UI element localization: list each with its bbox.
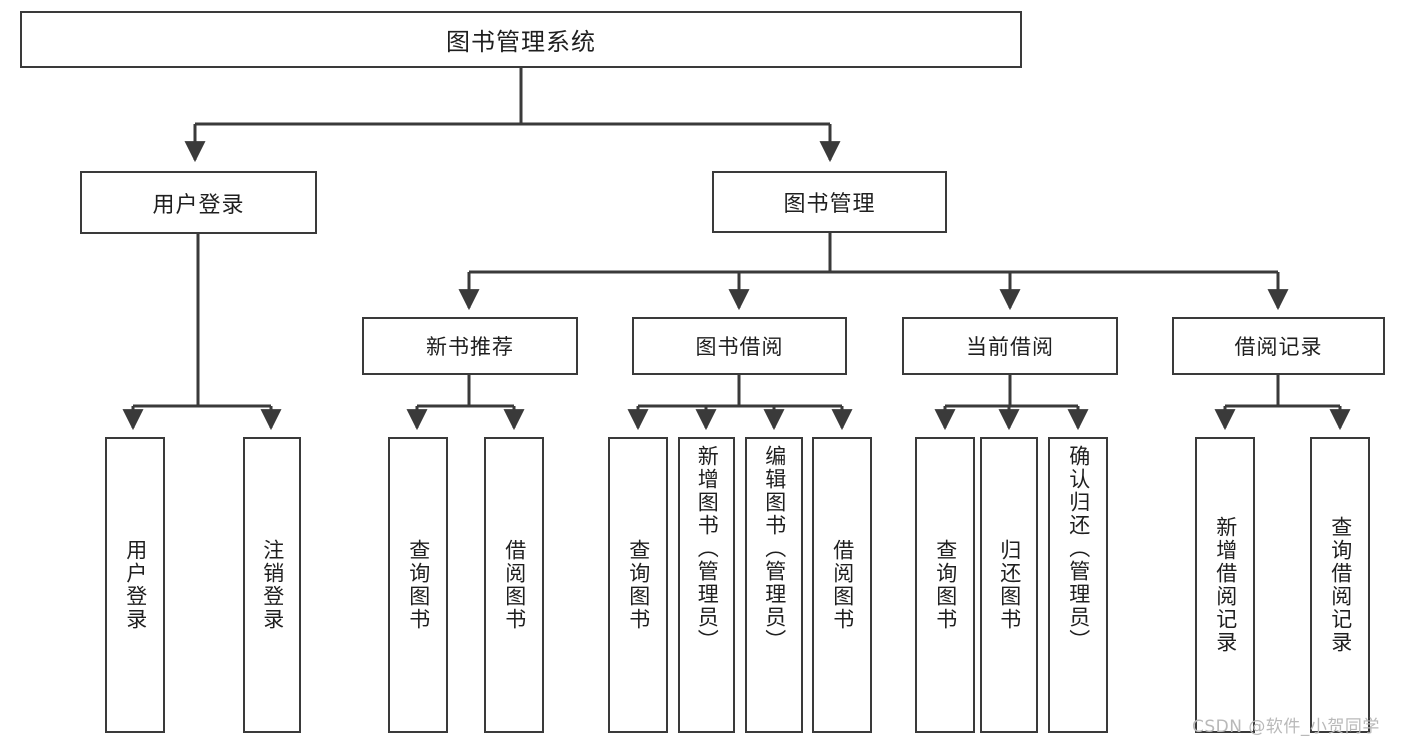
leaf-borrow-book-new[interactable]: 借阅图书 (484, 437, 544, 733)
node-label: 查询图书 (406, 539, 431, 631)
node-label: 借阅图书 (502, 539, 527, 631)
node-root-system[interactable]: 图书管理系统 (20, 11, 1022, 68)
node-label: 查询借阅记录 (1328, 516, 1353, 654)
node-label: 注销登录 (260, 539, 285, 631)
node-label: 当前借阅 (966, 335, 1054, 359)
node-label: 新书推荐 (426, 335, 514, 359)
leaf-query-book-new[interactable]: 查询图书 (388, 437, 448, 733)
leaf-borrow-book[interactable]: 借阅图书 (812, 437, 872, 733)
node-new-book-recommend[interactable]: 新书推荐 (362, 317, 578, 375)
leaf-return-book[interactable]: 归还图书 (980, 437, 1038, 733)
node-current-borrow[interactable]: 当前借阅 (902, 317, 1118, 375)
leaf-user-login[interactable]: 用户登录 (105, 437, 165, 733)
node-label: 用户登录 (123, 539, 148, 631)
node-label: 用户登录 (152, 192, 245, 218)
node-label: 归还图书 (997, 539, 1022, 631)
node-user-login[interactable]: 用户登录 (80, 171, 317, 234)
node-label: 查询图书 (933, 539, 958, 631)
node-label: 图书管理 (783, 192, 876, 217)
leaf-add-book-admin[interactable]: 新增图书（管理员） (678, 437, 735, 733)
watermark: CSDN @软件_小贺同学 (1192, 717, 1380, 737)
leaf-query-borrow-record[interactable]: 查询借阅记录 (1310, 437, 1370, 733)
leaf-query-book-current[interactable]: 查询图书 (915, 437, 975, 733)
node-label: 确认归还（管理员） (1066, 445, 1091, 652)
leaf-query-book-borrow[interactable]: 查询图书 (608, 437, 668, 733)
node-label: 图书借阅 (695, 335, 784, 359)
node-label: 新增图书（管理员） (695, 445, 720, 652)
node-label: 编辑图书（管理员） (762, 445, 787, 652)
node-book-management[interactable]: 图书管理 (712, 171, 947, 233)
leaf-user-logout[interactable]: 注销登录 (243, 437, 301, 733)
node-borrow-record[interactable]: 借阅记录 (1172, 317, 1385, 375)
node-label: 图书管理系统 (446, 28, 596, 56)
leaf-edit-book-admin[interactable]: 编辑图书（管理员） (745, 437, 803, 733)
leaf-confirm-return-admin[interactable]: 确认归还（管理员） (1048, 437, 1108, 733)
leaf-add-borrow-record[interactable]: 新增借阅记录 (1195, 437, 1255, 733)
node-label: 新增借阅记录 (1213, 516, 1238, 654)
node-label: 查询图书 (626, 539, 651, 631)
node-label: 借阅记录 (1234, 335, 1323, 359)
node-book-borrow[interactable]: 图书借阅 (632, 317, 847, 375)
node-label: 借阅图书 (830, 539, 855, 631)
